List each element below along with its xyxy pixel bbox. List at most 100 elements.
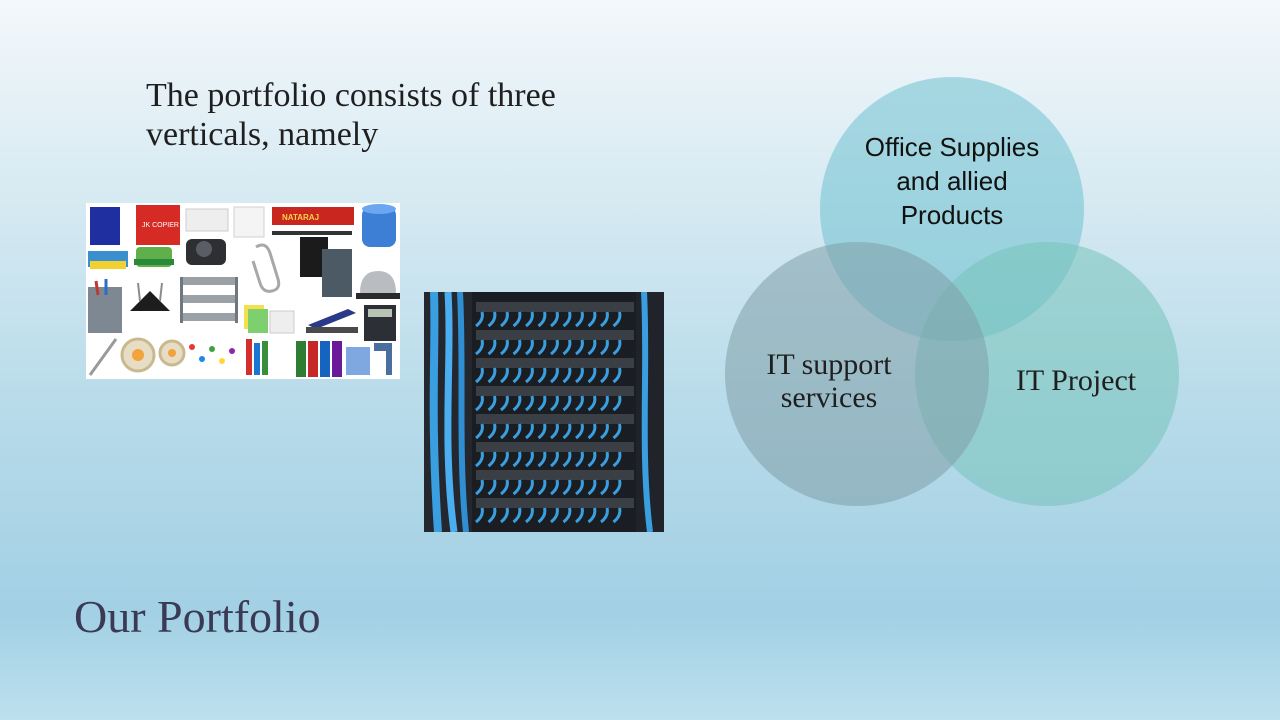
patch-cable	[512, 507, 522, 524]
patch-cable	[475, 423, 484, 440]
patch-panel	[476, 386, 634, 396]
patch-cable	[537, 507, 547, 524]
venn-label-it-project: IT Project	[990, 364, 1162, 397]
patch-cable	[575, 423, 584, 440]
patch-cable	[487, 479, 497, 496]
patch-cable	[612, 339, 622, 356]
patch-cable	[575, 507, 584, 524]
patch-cable	[475, 339, 484, 356]
patch-cable	[500, 507, 509, 524]
patch-cable	[612, 479, 622, 496]
patch-cable	[600, 367, 609, 384]
patch-cable	[487, 507, 497, 524]
file-trays-icon	[180, 277, 238, 323]
patch-cable	[600, 395, 609, 412]
patch-cable	[550, 507, 559, 524]
patch-cable	[525, 451, 534, 468]
patch-cable	[500, 423, 509, 440]
patch-cable	[537, 367, 547, 384]
patch-cable	[512, 367, 522, 384]
pencil-box-icon	[272, 207, 354, 225]
patch-cable	[512, 339, 522, 356]
patch-cable	[562, 423, 572, 440]
patch-cable	[525, 395, 534, 412]
copier-paper-icon	[136, 205, 180, 245]
patch-cable	[550, 395, 559, 412]
intro-line-1: The portfolio consists of three	[146, 77, 556, 114]
patch-panel	[476, 498, 634, 508]
patch-cable	[587, 395, 597, 412]
venn-label-it-support: IT support services	[740, 348, 918, 414]
desk-bell-icon	[360, 271, 396, 293]
patch-cable	[512, 423, 522, 440]
office-supplies-image: JK COPIER NATARAJ	[86, 203, 400, 379]
stapler-icon	[308, 309, 356, 329]
venn-label-it-support-line-1: IT support	[766, 348, 892, 381]
slide-title: Our Portfolio	[74, 591, 321, 642]
patch-cable	[537, 423, 547, 440]
patch-cable	[575, 451, 584, 468]
patch-cable	[525, 507, 534, 524]
patch-cable	[487, 451, 497, 468]
stamp-pad-icon	[90, 207, 120, 245]
patch-cable	[537, 479, 547, 496]
patch-cable	[550, 311, 559, 328]
venn-label-office-supplies-line-3: Products	[900, 200, 1004, 230]
patch-cable	[562, 367, 572, 384]
patch-cable	[562, 395, 572, 412]
patch-cable	[587, 507, 597, 524]
patch-panel	[476, 358, 634, 368]
patch-cable	[512, 311, 522, 328]
patch-cable	[487, 339, 497, 356]
patch-cable	[612, 451, 622, 468]
patch-cable	[475, 311, 484, 328]
patch-cable	[575, 395, 584, 412]
patch-cable	[550, 339, 559, 356]
patch-panel	[476, 470, 634, 480]
patch-cable	[587, 479, 597, 496]
venn-label-it-project-line-1: IT Project	[1015, 364, 1137, 397]
patch-cable	[600, 507, 609, 524]
patch-cable	[550, 423, 559, 440]
network-rack-image	[424, 292, 664, 532]
patch-cable	[562, 451, 572, 468]
patch-cable	[537, 339, 547, 356]
pencil-box-label: NATARAJ	[282, 213, 319, 222]
binders-icon	[296, 341, 342, 377]
patch-cable	[575, 311, 584, 328]
patch-cable	[575, 339, 584, 356]
patch-cable	[525, 423, 534, 440]
patch-cable	[550, 367, 559, 384]
patch-cable	[512, 395, 522, 412]
patch-cable	[575, 479, 584, 496]
patch-cable	[587, 367, 597, 384]
patch-panel	[476, 414, 634, 424]
intro-line-2: verticals, namely	[146, 116, 379, 153]
patch-cable	[612, 507, 622, 524]
patch-cable	[587, 451, 597, 468]
venn-circle-it-support	[725, 242, 989, 506]
patch-cable	[525, 311, 534, 328]
patch-cable	[612, 423, 622, 440]
patch-panel	[476, 302, 634, 312]
patch-cable	[525, 367, 534, 384]
patch-cable	[500, 311, 509, 328]
pen-holder-icon	[362, 207, 396, 247]
patch-cable	[550, 479, 559, 496]
venn-label-office-supplies: Office Supplies and allied Products	[822, 130, 1082, 232]
patch-cable	[525, 479, 534, 496]
patch-cable	[500, 479, 509, 496]
patch-cable	[600, 339, 609, 356]
patch-cable	[587, 339, 597, 356]
patch-cable	[500, 339, 509, 356]
patch-cable	[500, 367, 509, 384]
patch-cable	[475, 507, 484, 524]
patch-cable	[537, 311, 547, 328]
patch-cable	[575, 367, 584, 384]
office-supplies-illustration: JK COPIER NATARAJ	[86, 203, 400, 379]
patch-cable	[562, 311, 572, 328]
patch-cable	[525, 339, 534, 356]
patch-cable	[487, 423, 497, 440]
patch-cable	[475, 395, 484, 412]
venn-label-office-supplies-line-1: Office Supplies	[864, 132, 1040, 162]
